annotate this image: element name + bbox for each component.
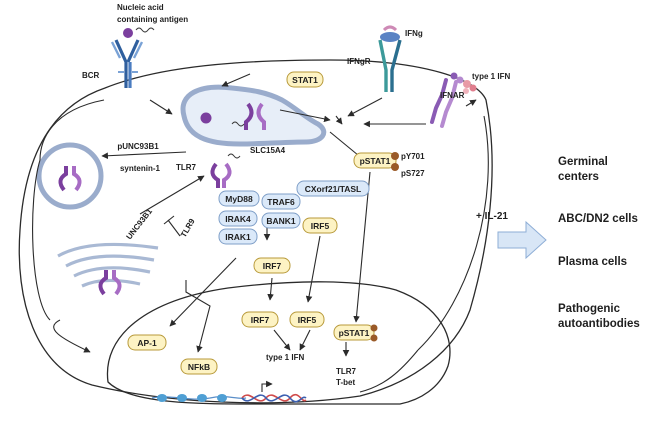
nuc-irf5-box: IRF5 <box>289 311 325 328</box>
ifnar-label: IFNAR <box>440 91 465 100</box>
pathogenic-label-2: autoantibodies <box>558 318 640 330</box>
antigen-label-1: Nucleic acid <box>117 3 164 12</box>
bcr-receptor-icon <box>110 39 144 88</box>
transcription-start-icon <box>261 380 273 392</box>
cell-membrane <box>18 59 493 404</box>
nuc-tlr7-label: TLR7 <box>336 367 357 376</box>
bank1-box: BANK1 <box>261 212 301 229</box>
type1-ifn-ext-label: type 1 IFN <box>472 72 510 81</box>
slc15a4-label: SLC15A4 <box>250 146 286 155</box>
il21-label: + IL-21 <box>476 211 508 222</box>
germinal-centers-label-2: centers <box>558 171 599 183</box>
tlr7-label: TLR7 <box>176 163 197 172</box>
antigen-label-2: containing antigen <box>117 15 188 24</box>
endosome-tlr7-icon <box>231 102 266 130</box>
outcome-arrow-icon <box>497 220 547 260</box>
myd88-box: MyD88 <box>218 190 260 207</box>
pathogenic-label-1: Pathogenic <box>558 303 621 315</box>
antigen-icon <box>123 27 155 38</box>
svg-text:AP-1: AP-1 <box>137 338 157 348</box>
svg-text:CXorf21/TASL: CXorf21/TASL <box>305 184 362 194</box>
nuc-pstat1-box: pSTAT1 <box>333 324 375 341</box>
vesicle-tlr7-icon <box>58 166 82 192</box>
ifnar-receptor-icon <box>430 72 464 128</box>
py701-phospho-icon <box>391 152 399 160</box>
svg-text:IRAK4: IRAK4 <box>225 214 251 224</box>
traf6-box: TRAF6 <box>261 193 301 210</box>
irak4-box: IRAK4 <box>218 210 258 227</box>
type1-ifn-cytokine-icon <box>463 80 477 94</box>
svg-text:IRF5: IRF5 <box>298 315 317 325</box>
pstat1-box: pSTAT1 <box>353 152 397 169</box>
svg-text:STAT1: STAT1 <box>292 75 318 85</box>
recycling-vesicle <box>36 142 104 210</box>
plasma-cells-label: Plasma cells <box>558 256 627 268</box>
endosome-antigen-icon <box>200 112 212 124</box>
irf7-box: IRF7 <box>253 257 291 274</box>
py701-label: pY701 <box>401 152 425 161</box>
ap1-box: AP-1 <box>127 334 167 351</box>
nfkb-box: NFkB <box>180 358 218 375</box>
nucleus-envelope <box>106 281 451 405</box>
stat1-box: STAT1 <box>286 71 324 88</box>
svg-text:TRAF6: TRAF6 <box>267 197 295 207</box>
svg-text:IRAK1: IRAK1 <box>225 232 251 242</box>
dna-helix-icon <box>241 393 307 403</box>
svg-text:pSTAT1: pSTAT1 <box>360 156 391 166</box>
type1-ifn-nuc-label: type 1 IFN <box>266 353 304 362</box>
unc93b1-label: UNC93B1 <box>124 207 154 242</box>
svg-text:MyD88: MyD88 <box>225 194 253 204</box>
nuc-tbet-label: T-bet <box>336 378 355 387</box>
svg-text:IRF5: IRF5 <box>311 221 330 231</box>
svg-text:IRF7: IRF7 <box>263 261 282 271</box>
nuc-phospho-1-icon <box>370 324 378 332</box>
ifngr-receptor-icon <box>378 25 402 92</box>
bcr-label: BCR <box>82 71 100 80</box>
svg-text:BANK1: BANK1 <box>266 216 296 226</box>
golgi-stack <box>57 242 159 288</box>
cxorf21-box: CXorf21/TASL <box>296 180 370 197</box>
svg-text:IRF7: IRF7 <box>251 315 270 325</box>
ps727-phospho-icon <box>391 163 399 171</box>
svg-text:NFkB: NFkB <box>188 362 210 372</box>
punc93b1-label: pUNC93B1 <box>117 142 159 151</box>
nuc-phospho-2-icon <box>370 334 378 342</box>
germinal-centers-label-1: Germinal <box>558 156 608 168</box>
ifng-label: IFNg <box>405 29 423 38</box>
irf5-box: IRF5 <box>302 217 338 234</box>
abc-dn2-label: ABC/DN2 cells <box>558 213 638 225</box>
endosome <box>180 84 327 147</box>
syntenin-label: syntenin-1 <box>120 164 161 173</box>
svg-text:pSTAT1: pSTAT1 <box>339 328 370 338</box>
ps727-label: pS727 <box>401 169 425 178</box>
ifngr-label: IFNgR <box>347 57 371 66</box>
tlr7-receptor-icon <box>210 153 241 188</box>
nuc-irf7-box: IRF7 <box>241 311 279 328</box>
golgi-tlr7-icon <box>98 270 122 296</box>
tlr9-label: TLR9 <box>179 217 197 239</box>
nucleosome-icon <box>151 394 247 402</box>
irak1-box: IRAK1 <box>218 228 258 245</box>
